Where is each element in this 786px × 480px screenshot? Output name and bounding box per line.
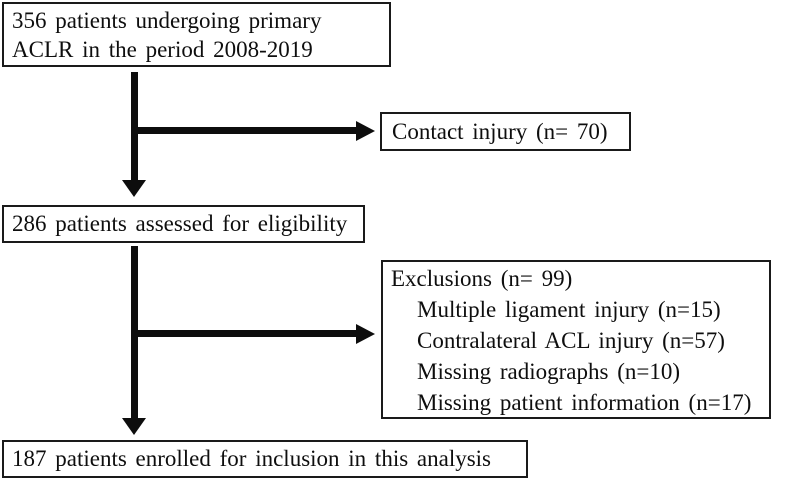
arrow-branch-1-head-icon [356,121,375,141]
arrow-branch-2-line [134,330,357,337]
arrow-branch-2-head-icon [356,324,375,344]
arrow-branch-1-line [134,127,357,134]
arrow-down-1-line [131,72,138,181]
box-primary-line2: ACLR in the period 2008-2019 [12,37,313,62]
box-enrolled-analysis-label: 187 patients enrolled for inclusion in t… [12,446,492,471]
box-exclusions-item: Missing patient information (n=17) [417,390,752,415]
box-assessed-eligibility-label: 286 patients assessed for eligibility [12,211,348,236]
box-exclusions-header: Exclusions (n= 99) [391,266,573,291]
box-exclusions: Exclusions (n= 99) Multiple ligament inj… [381,260,771,419]
arrow-down-2-head-icon [122,418,146,435]
box-assessed-eligibility: 286 patients assessed for eligibility [2,205,365,243]
box-primary-aclr: 356 patients undergoing primary ACLR in … [2,2,391,67]
box-enrolled-analysis: 187 patients enrolled for inclusion in t… [2,440,528,478]
box-primary-line1: 356 patients undergoing primary [12,8,322,33]
box-contact-injury: Contact injury (n= 70) [380,112,631,151]
arrow-down-1-head-icon [122,180,146,197]
box-exclusions-item: Multiple ligament injury (n=15) [417,297,721,322]
box-exclusions-item: Missing radiographs (n=10) [417,359,680,384]
box-contact-injury-label: Contact injury (n= 70) [392,118,608,144]
box-exclusions-item: Contralateral ACL injury (n=57) [417,328,725,353]
